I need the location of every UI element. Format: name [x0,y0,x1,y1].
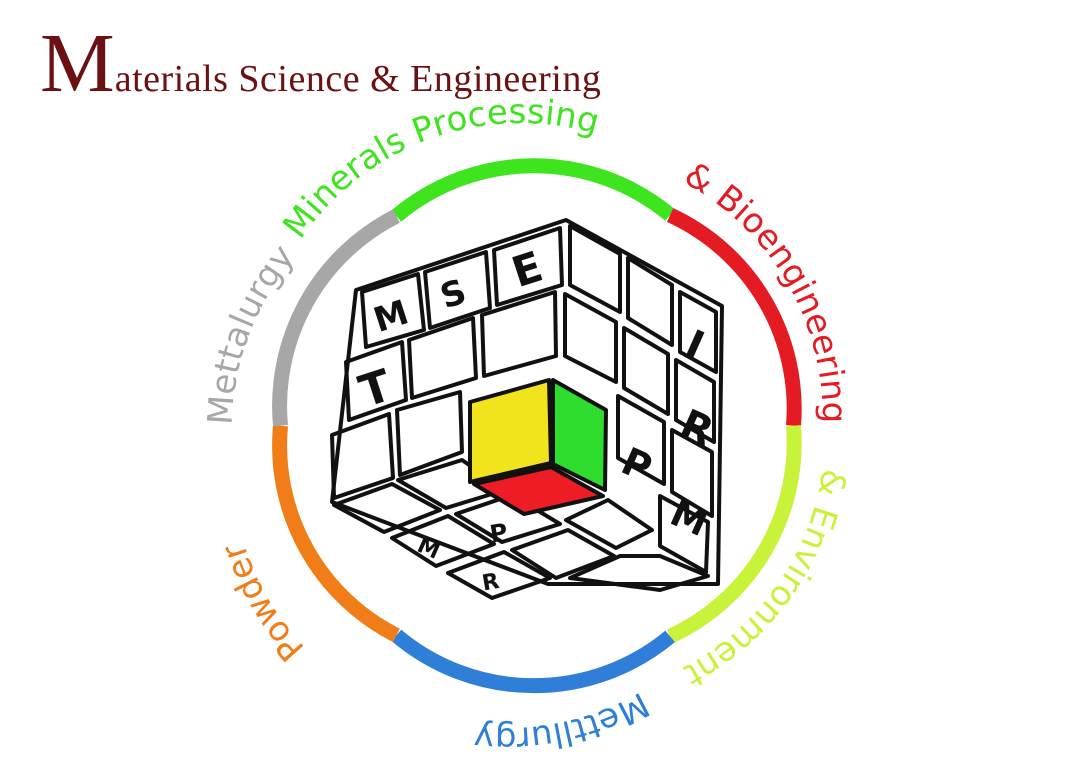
label-powder: Powder [214,539,312,669]
ring-segment-green [391,158,675,222]
cube-tile [492,226,564,307]
cube-face-top-left [330,226,564,500]
cube-tile [678,290,718,374]
cube-tile [332,482,442,534]
cube-tile [616,394,666,486]
cube-tile [564,498,654,550]
cube-tile [510,528,616,580]
cube-tile [563,292,618,384]
ring-segment-red [666,208,802,427]
cube-tile [674,358,716,444]
ring-segment-orange [272,425,400,643]
cube-tile [360,272,426,349]
cube-tile [423,250,492,330]
cube-letter-r2: R [480,569,501,597]
cube-tile [344,340,408,422]
ring-segment-blue [391,629,675,694]
page-title: Materials Science & Engineering [40,22,601,106]
cube-letter-p2: P [488,518,510,549]
cube-tile-red [472,465,605,516]
cube-tile-yellow [468,378,553,484]
cube-tile [626,256,674,347]
cube-face-top-right [563,224,718,574]
cube-tile-green [551,378,608,492]
title-first-letter: M [40,17,115,110]
cube-tile [407,316,478,400]
ring-segment-yellowgreen [666,425,802,644]
cube-tile [568,554,710,592]
cube-tile [622,326,670,416]
segment-ring [272,158,802,694]
cube-tile [670,428,714,518]
title-rest: aterials Science & Engineering [114,58,602,100]
label-mettllurgy: Mettllurgy [472,684,655,759]
cube-tile [568,224,622,314]
cube-tile [454,493,562,544]
cube-face-bottom [332,458,710,600]
rubiks-cube [330,218,724,600]
cube-tile [658,494,710,574]
cube-outline [330,218,724,586]
cube-tile [395,390,464,477]
cube-center-corner [468,378,608,516]
ring-segment-gray [272,209,400,427]
cube-tile [480,290,558,378]
